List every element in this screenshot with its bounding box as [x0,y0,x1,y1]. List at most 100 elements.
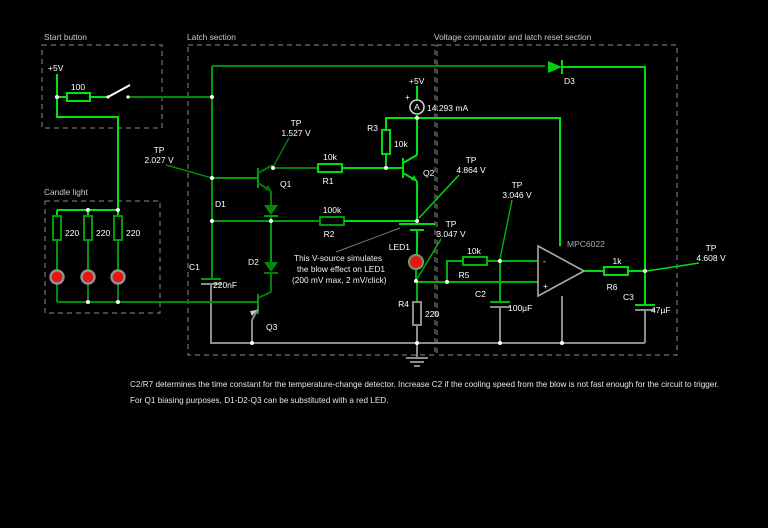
ground-symbol[interactable] [406,343,428,367]
c1-ref: C1 [189,262,200,272]
c3-value: 47µF [651,305,671,315]
opamp-supply-wire [417,117,561,246]
ammeter-symbol: A [414,102,420,112]
d1-label: D1 [215,199,226,209]
transistor-q3[interactable]: Q3 [160,291,278,332]
svg-text:TP: TP [706,243,717,253]
vsource-note: This V-source simulates the blow effect … [292,253,387,285]
reset-feedback-wire [562,66,646,271]
start-button-title: Start button [44,32,87,42]
diode-d3[interactable]: D3 [548,60,575,86]
junction-dots [55,95,647,345]
start-button-box [41,44,163,129]
transistor-q1[interactable]: Q1 [212,164,292,192]
r3-ref: R3 [367,123,378,133]
d2-label: D2 [248,257,259,267]
svg-text:TP: TP [154,145,165,155]
candle-resistor-2[interactable]: 220 [83,215,110,241]
blow-voltage-source[interactable] [399,223,435,255]
resistor-r3[interactable]: R3 10k [367,123,408,168]
vcc-main-label[interactable]: +5V [409,76,425,86]
resistor-r5[interactable]: 10k R5 [446,246,538,282]
comparator-section-title: Voltage comparator and latch reset secti… [434,32,592,42]
candle-resistor-3-value: 220 [126,228,140,238]
start-resistor[interactable]: 100 [66,82,91,102]
start-resistor-value: 100 [71,82,85,92]
r2-value: 100k [323,205,342,215]
tp-3047: TP 3.047 V [416,219,466,280]
latch-section-title: Latch section [187,32,236,42]
candle-resistor-3[interactable]: 220 [113,215,140,241]
r2-ref: R2 [324,229,335,239]
q1-label: Q1 [280,179,292,189]
ammeter[interactable]: + A 14.293 mA [405,92,468,115]
candle-feed-wire [56,97,119,210]
svg-text:This V-source simulates: This V-source simulates [294,253,382,263]
opamp-minus-label: - [543,256,546,266]
ammeter-reading: 14.293 mA [427,103,468,113]
resistor-r4[interactable]: R4 220 [398,281,439,326]
svg-text:4.608 V: 4.608 V [696,253,726,263]
r1-value: 10k [323,152,337,162]
candle-led-3[interactable] [110,269,126,285]
opamp-plus-label: + [543,281,548,291]
candle-led-1[interactable] [49,269,65,285]
svg-text:TP: TP [446,219,457,229]
r4-value: 220 [425,309,439,319]
tp-3046: TP 3.046 V [499,180,532,260]
candle-resistor-2-value: 220 [96,228,110,238]
r3-value: 10k [394,139,408,149]
svg-text:C2/R7 determines the time cons: C2/R7 determines the time constant for t… [130,380,719,389]
tp-1527: TP 1.527 V [272,118,311,168]
q2-label: Q2 [423,168,435,178]
led1[interactable]: LED1 [389,242,425,281]
opamp[interactable]: - + MPC6022 [537,239,605,298]
q3-label: Q3 [266,322,278,332]
candle-light-box [44,200,161,314]
candle-light-title: Candle light [44,187,89,197]
led1-label: LED1 [389,242,411,252]
c2-value: 100µF [508,303,532,313]
vcc-start-label[interactable]: +5V [48,63,64,73]
c1-value: 220nF [213,280,237,290]
svg-text:For Q1 biasing purposes, D1-D2: For Q1 biasing purposes, D1-D2-Q3 can be… [130,396,389,405]
svg-text:(200 mV max, 2 mV/click): (200 mV max, 2 mV/click) [292,275,387,285]
opamp-name: MPC6022 [567,239,605,249]
candle-resistor-1-value: 220 [65,228,79,238]
r4-ref: R4 [398,299,409,309]
resistor-r1[interactable]: 10k R1 [273,152,403,186]
comparator-section-box [436,44,678,356]
d3-label: D3 [564,76,575,86]
r5-value: 10k [467,246,481,256]
svg-text:3.046 V: 3.046 V [502,190,532,200]
resistor-r2[interactable]: 100k R2 [319,205,417,239]
svg-text:3.047 V: 3.047 V [436,229,466,239]
resistor-r6[interactable]: 1k R6 [603,256,645,292]
tp-2027: TP 2.027 V [144,145,213,179]
capacitor-c2[interactable]: C2 100µF [475,261,532,313]
r6-ref: R6 [607,282,618,292]
c2-ref: C2 [475,289,486,299]
candle-led-2[interactable] [80,269,96,285]
footer-notes: C2/R7 determines the time constant for t… [130,380,719,405]
ammeter-plus: + [405,92,410,102]
candle-resistor-1[interactable]: 220 [52,215,79,241]
svg-text:2.027 V: 2.027 V [144,155,174,165]
svg-text:TP: TP [466,155,477,165]
r6-value: 1k [613,256,623,266]
latch-section-box [187,44,436,356]
r3-top-wire [385,117,417,130]
capacitor-c1[interactable]: C1 220nF [189,262,237,290]
tp-4608: TP 4.608 V [646,243,726,272]
svg-text:TP: TP [512,180,523,190]
note-pointer-line [335,227,401,253]
diode-d2[interactable]: D2 [248,221,278,292]
tp-4864: TP 4.864 V [418,155,486,219]
transistor-q2[interactable]: Q2 [402,118,435,221]
capacitor-c3[interactable]: C3 47µF [623,271,671,315]
diode-d1[interactable]: D1 [215,191,278,221]
svg-text:TP: TP [291,118,302,128]
start-switch[interactable] [107,84,131,98]
c3-ref: C3 [623,292,634,302]
